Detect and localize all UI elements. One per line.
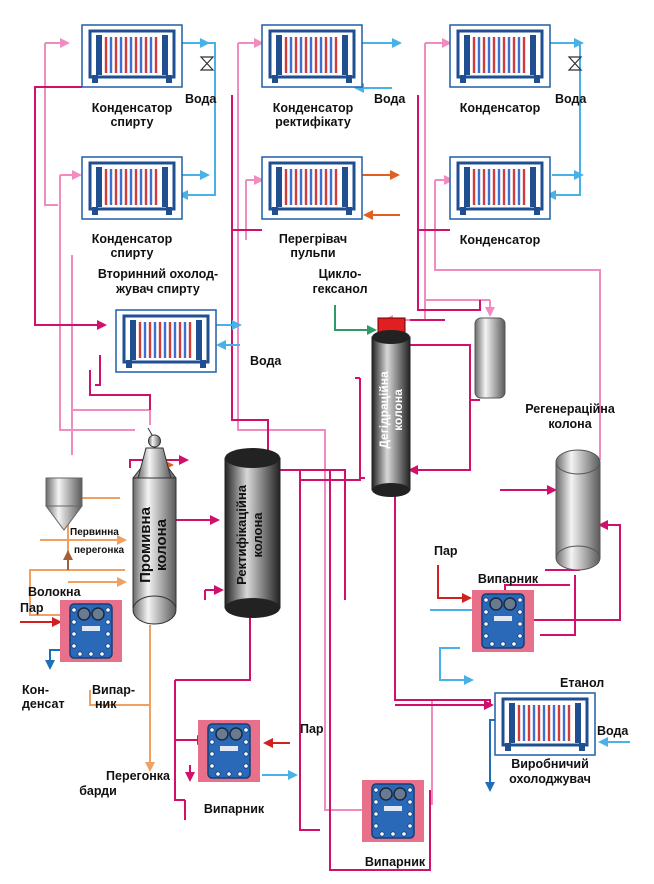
- label-prod-cooler-b: охолоджувач: [509, 772, 591, 786]
- label-stillage-b: барди: [79, 784, 117, 798]
- label-regeneration-a: Регенераційна: [525, 402, 616, 416]
- hopper: [45, 477, 83, 531]
- condensate-lines: [45, 649, 495, 792]
- label-water-5: Вода: [597, 724, 629, 738]
- label-primary-b: перегонка: [74, 545, 124, 556]
- evaporator-2: [197, 719, 261, 783]
- spirit-condenser-1: [80, 23, 184, 89]
- label-rectificate-condenser-b: ректифікату: [275, 115, 351, 129]
- separator-drum: [474, 317, 506, 399]
- spirit-condenser-2: [80, 155, 184, 221]
- valve-icon: [199, 56, 583, 71]
- dehydration-column: [371, 317, 411, 497]
- evaporator-3: [471, 589, 535, 653]
- rectification-column: [224, 448, 281, 618]
- washing-column: [132, 427, 177, 625]
- regeneration-column: [555, 449, 601, 571]
- label-condenser-4: Конденсатор: [460, 233, 541, 247]
- secondary-spirit-cooler: [114, 308, 218, 374]
- label-water-2: Вода: [374, 92, 406, 106]
- water-lines: [178, 38, 630, 780]
- label-prod-cooler-a: Виробничий: [511, 757, 589, 771]
- label-evaporator-3: Випарник: [478, 572, 539, 586]
- condenser-3: [448, 23, 552, 89]
- label-spirit-condenser-1a: Конденсатор: [92, 101, 173, 115]
- label-steam-3: Пар: [434, 544, 458, 558]
- evaporator-4: [361, 779, 425, 843]
- label-water-1: Вода: [185, 92, 217, 106]
- label-pulp-heater-a: Перегрівач: [279, 232, 347, 246]
- label-evaporator-1a: Випар-: [92, 683, 135, 697]
- label-pulp-heater-b: пульпи: [290, 246, 335, 260]
- label-cyclohexanol-b: гексанол: [312, 282, 367, 296]
- label-cyclohexanol-a: Цикло-: [319, 267, 362, 281]
- product-lines: [34, 86, 621, 871]
- condenser-4: [448, 155, 552, 221]
- steam-lines: [20, 565, 472, 748]
- label-ethanol: Етанол: [560, 676, 604, 690]
- pulp-lines: [362, 170, 400, 220]
- label-secondary-b: жувач спирту: [115, 282, 200, 296]
- label-spirit-condenser-2b: спирту: [110, 246, 153, 260]
- label-washing-a: Промивна: [137, 506, 154, 583]
- label-condensate-b: денсат: [22, 697, 65, 711]
- label-water-3: Вода: [555, 92, 587, 106]
- rectificate-condenser: [260, 23, 364, 89]
- label-condensate-a: Кон-: [22, 683, 49, 697]
- label-steam-1: Пар: [20, 601, 44, 615]
- label-dehydration-a: Дегідраційна: [377, 371, 391, 449]
- label-spirit-condenser-1b: спирту: [110, 115, 153, 129]
- evaporator-1: [59, 599, 123, 663]
- label-rectification-a: Ректифікаційна: [234, 484, 249, 585]
- pipes: [20, 38, 630, 871]
- label-condenser-3: Конденсатор: [460, 101, 541, 115]
- label-regeneration-b: колона: [548, 417, 592, 431]
- label-secondary-a: Вторинний охолод-: [98, 267, 218, 281]
- label-rectification-b: колона: [250, 512, 265, 558]
- label-washing-b: колона: [153, 518, 170, 571]
- label-evaporator-2: Випарник: [204, 802, 265, 816]
- label-fiber: Волокна: [28, 585, 82, 599]
- label-evaporator-4: Випарник: [365, 855, 426, 869]
- pulp-superheater: [260, 155, 364, 221]
- label-primary-a: Первинна: [70, 527, 119, 538]
- cyclohexanol-line: [334, 305, 377, 335]
- label-steam-2: Пар: [300, 722, 324, 736]
- label-rectificate-condenser-a: Конденсатор: [273, 101, 354, 115]
- label-spirit-condenser-2a: Конденсатор: [92, 232, 173, 246]
- production-cooler: [493, 691, 597, 757]
- label-evaporator-1b: ник: [95, 697, 117, 711]
- label-water-4: Вода: [250, 354, 282, 368]
- label-dehydration-b: колона: [391, 389, 405, 431]
- label-stillage-a: Перегонка: [106, 769, 171, 783]
